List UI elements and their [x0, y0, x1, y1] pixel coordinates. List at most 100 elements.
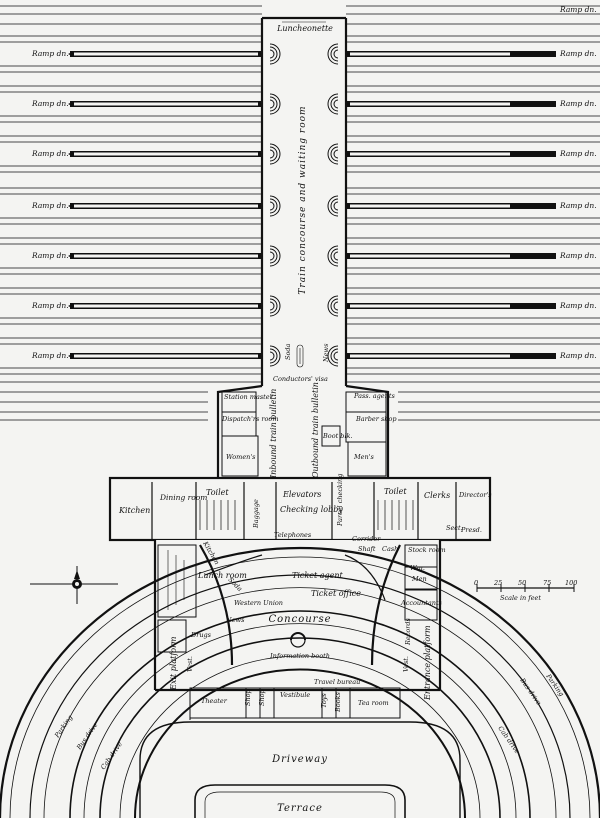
stock-room-label: Stock room [408, 546, 446, 554]
stair-arc [269, 245, 281, 267]
platform-stripe [350, 152, 510, 156]
bus-drive-left-label: Bus drive [75, 721, 100, 752]
parcel-checking-label: Parcel checking [336, 474, 344, 527]
boot-blk-label: Boot blk. [322, 432, 353, 440]
directors-label: Director's [458, 491, 492, 499]
baggage-label: Baggage [252, 499, 260, 529]
stair-arc [333, 49, 339, 59]
ramp-arrow-icon [68, 303, 74, 309]
stair-arc [327, 43, 339, 65]
scale-tick-50: 50 [518, 579, 526, 587]
stair-arc [330, 96, 339, 112]
stair-arc [269, 351, 275, 361]
stair-arc [269, 348, 278, 364]
ramp-arrow-icon [68, 151, 74, 157]
western-union-label: Western Union [234, 599, 283, 607]
terrace-edge [204, 791, 396, 818]
stair-arc [269, 99, 275, 109]
telephones-label: Telephones [274, 531, 312, 539]
stair-arc [327, 143, 339, 165]
ramp-dn-label: Ramp dn. [559, 301, 597, 310]
stair-arc [269, 93, 281, 115]
toilet-left-label: Toilet [206, 488, 229, 497]
sect-label: Sect. [446, 524, 463, 532]
driveway-edge [139, 721, 461, 818]
tea-room-label: Tea room [358, 699, 389, 707]
vest-right-label: Vest. [402, 656, 410, 672]
drugs-label: Drugs [190, 631, 212, 639]
men-label: Men [411, 575, 427, 583]
ramp-dn-label: Ramp dn. [31, 351, 69, 360]
concourse-label: Concourse [268, 614, 331, 625]
ramp-dn-label: Ramp dn. [559, 5, 597, 14]
books-label: Books [334, 691, 342, 713]
stair-arc [330, 46, 339, 62]
entrance-platform-label: Entrance platform [423, 625, 432, 701]
stair-arc [269, 201, 275, 211]
stair-arc [269, 149, 275, 159]
parking-left-label: Parking [53, 714, 75, 740]
platform-stripe [74, 354, 258, 358]
pass-agents-label: Pass. agents [353, 392, 395, 400]
drive-arc [29, 574, 571, 818]
ramp-dn-label: Ramp dn. [559, 251, 597, 260]
stair-arc [269, 146, 278, 162]
stair-arc [330, 298, 339, 314]
wm-label: Wm. [410, 564, 425, 572]
corridor-label: Corridor [352, 535, 381, 543]
drive-arc [43, 587, 557, 818]
stair-arc [327, 295, 339, 317]
platform-stripe [350, 304, 510, 308]
compass-icon [30, 566, 118, 604]
travel-bureau-label: Travel bureau [314, 678, 360, 686]
platform-stripe [350, 254, 510, 258]
vestibule-label: Vestibule [280, 691, 310, 699]
drive-arc [134, 668, 466, 818]
dining-room-label: Dining room [159, 493, 207, 502]
womens-label: Women's [226, 453, 256, 461]
ramp-arrow-icon [68, 253, 74, 259]
stair-arc [269, 96, 278, 112]
cab-drive-left-label: Cab drive [99, 740, 124, 771]
scale-tick-100: 100 [565, 579, 577, 587]
cash-label: Cash [382, 545, 398, 553]
conductors-visa-label: Conductors' visa [273, 375, 328, 383]
stair-arc [269, 301, 275, 311]
stair-arc [269, 198, 278, 214]
elevators-label: Elevators [282, 490, 321, 499]
platforms [68, 51, 556, 359]
dispatchers-room-label: Dispatch'rs room [221, 415, 279, 423]
shop1-label: Shop [244, 688, 252, 706]
scale-tick-25: 25 [493, 579, 502, 587]
vest-left-label: Vest. [186, 656, 194, 672]
platform-stripe [74, 52, 258, 56]
platform-stripe [350, 204, 510, 208]
stair-arc [269, 195, 281, 217]
stair-arc [269, 49, 275, 59]
drive-arc [9, 556, 591, 818]
drive-arc [0, 546, 600, 818]
stair-arc [327, 195, 339, 217]
ramp-dn-label: Ramp dn. [559, 351, 597, 360]
lunch-room-label: Lunch room [197, 571, 247, 580]
station-master-label: Station master [224, 393, 274, 401]
presd-label: Presd. [460, 526, 482, 534]
platform-stripe [74, 204, 258, 208]
ticket-office-label: Ticket office [311, 589, 361, 598]
platform-stripe [74, 304, 258, 308]
stair-arc [327, 93, 339, 115]
main-building-structure [108, 476, 492, 720]
ramp-arrow-icon [68, 353, 74, 359]
exit-platform-label: Exit platform [169, 636, 178, 691]
records-label: Records [404, 617, 412, 646]
toys-label: Toys [320, 693, 328, 708]
stair-arc [269, 251, 275, 261]
outbound-bulletin-label: Outbound train bulletin [311, 382, 320, 478]
barber-shop-label: Barber shop [355, 415, 397, 423]
news-upper-label: News [322, 343, 330, 363]
stair-arc [333, 251, 339, 261]
drive-arc [69, 610, 531, 818]
luncheonette-label: Luncheonette [276, 24, 333, 33]
drive-arcs [0, 546, 600, 818]
